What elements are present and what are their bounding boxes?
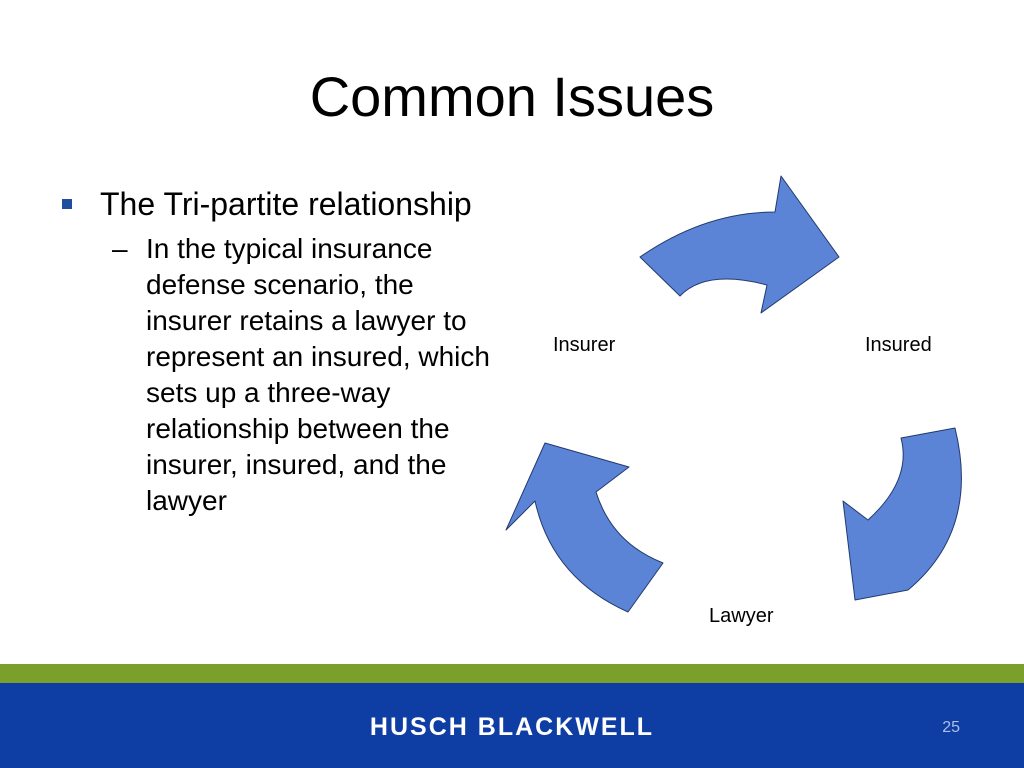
bullet-item: The Tri-partite relationship – In the ty… [62,186,492,519]
bullet-text: The Tri-partite relationship [100,186,472,222]
cycle-arrow-top [639,175,840,314]
node-label-insurer: Insurer [553,334,616,356]
slide-title: Common Issues [309,65,715,128]
square-bullet-icon [62,199,72,209]
bullet-list: The Tri-partite relationship – In the ty… [62,186,492,519]
sub-bullet-list: – In the typical insurance defense scena… [100,231,492,519]
node-label-insured: Insured [865,334,932,356]
footer-accent-stripe [0,664,1024,683]
page-number: 25 [942,719,960,736]
cycle-arrow-right [842,427,962,601]
dash-bullet-icon: – [112,233,128,264]
footer-band [0,683,1024,768]
sub-bullet-text: In the typical insurance defense scenari… [146,233,490,516]
brand-logo: HUSCH BLACKWELL [369,713,655,741]
node-label-lawyer: Lawyer [709,605,774,627]
cycle-arrow-left [505,442,664,613]
sub-bullet-item: – In the typical insurance defense scena… [100,231,492,519]
